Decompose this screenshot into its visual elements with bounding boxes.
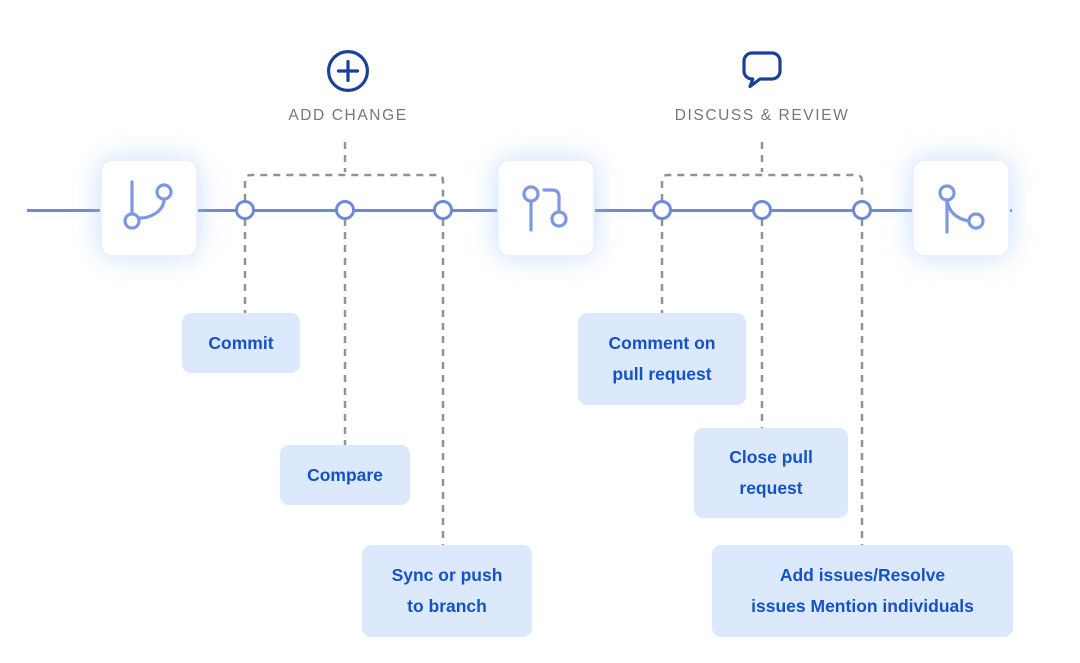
milestone-card-pull-request: [497, 159, 595, 257]
step-label-text: Comment on: [608, 333, 716, 354]
step-label-text: Sync or push: [391, 565, 503, 586]
step-label-close-pull-request: Close pull request: [694, 428, 848, 518]
step-label-text: issues Mention individuals: [751, 596, 974, 616]
timeline-node-issues: [852, 200, 872, 220]
step-label-text: Close pull: [729, 447, 813, 468]
section-title-discuss-review: DISCUSS & REVIEW: [674, 107, 850, 124]
git-branch-icon: [123, 180, 173, 230]
step-label-compare: Compare: [280, 445, 410, 505]
milestone-card-merge: [912, 159, 1010, 257]
comment-bubble-icon: [742, 51, 782, 89]
step-label-text: pull request: [612, 364, 712, 384]
section-title-add-change: ADD CHANGE: [288, 107, 408, 124]
step-label-add-resolve-issues: Add issues/Resolve issues Mention indivi…: [712, 545, 1013, 637]
step-label-comment-on-pull-request: Comment on pull request: [578, 313, 746, 405]
step-label-text: Compare: [307, 464, 383, 485]
timeline-node-compare: [335, 200, 355, 220]
step-label-sync-or-push: Sync or push to branch: [362, 545, 532, 637]
step-label-text: request: [739, 478, 803, 498]
step-label-text: Add issues/Resolve: [779, 565, 946, 586]
timeline-node-comment: [652, 200, 672, 220]
step-label-text: Commit: [208, 332, 274, 353]
step-label-text: to branch: [407, 596, 487, 616]
milestone-card-branch: [100, 159, 198, 257]
plus-circle-icon: [327, 50, 369, 92]
git-merge-icon: [938, 184, 985, 234]
add-change-bracket: [243, 173, 445, 201]
step-label-commit: Commit: [182, 313, 300, 373]
timeline-node-sync: [433, 200, 453, 220]
git-pull-request-icon: [522, 185, 568, 232]
timeline-node-commit: [235, 200, 255, 220]
timeline-node-close: [752, 200, 772, 220]
discuss-review-bracket: [660, 173, 864, 201]
